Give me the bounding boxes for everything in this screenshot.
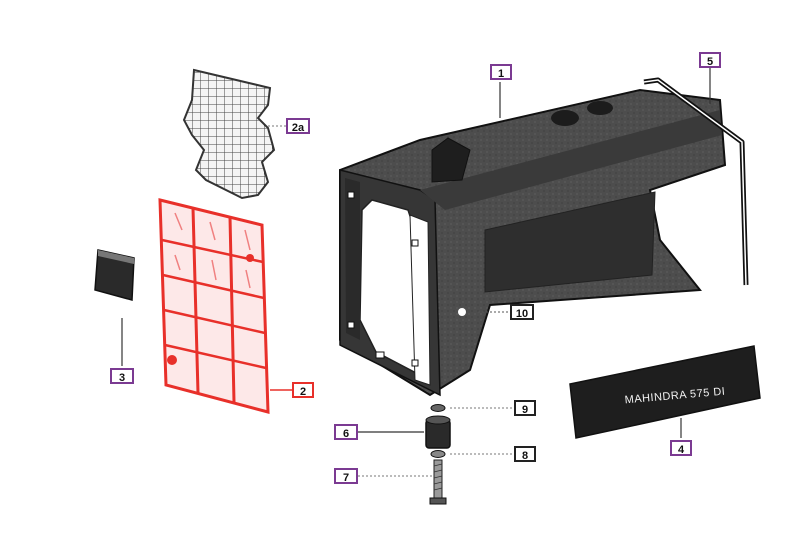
callout-4[interactable]: 4 — [670, 440, 692, 456]
callout-7[interactable]: 7 — [334, 468, 358, 484]
grille-part-highlighted — [158, 198, 270, 414]
callout-2a[interactable]: 2a — [286, 118, 310, 134]
washer-part-8 — [430, 450, 446, 458]
callout-2[interactable]: 2 — [292, 382, 314, 398]
hood-part — [339, 88, 727, 397]
bolt-part — [429, 459, 447, 505]
callout-8[interactable]: 8 — [514, 446, 536, 462]
callout-6[interactable]: 6 — [334, 424, 358, 440]
decal-plate-part — [569, 345, 761, 439]
rubber-bush-part — [425, 415, 451, 449]
callout-3[interactable]: 3 — [110, 368, 134, 384]
callout-1[interactable]: 1 — [490, 64, 512, 80]
callout-9[interactable]: 9 — [514, 400, 536, 416]
callout-10[interactable]: 10 — [510, 304, 534, 320]
small-pad-part — [94, 249, 135, 301]
mesh-screen-part — [182, 68, 276, 200]
washer-part-9 — [430, 404, 446, 412]
callout-5[interactable]: 5 — [699, 52, 721, 68]
